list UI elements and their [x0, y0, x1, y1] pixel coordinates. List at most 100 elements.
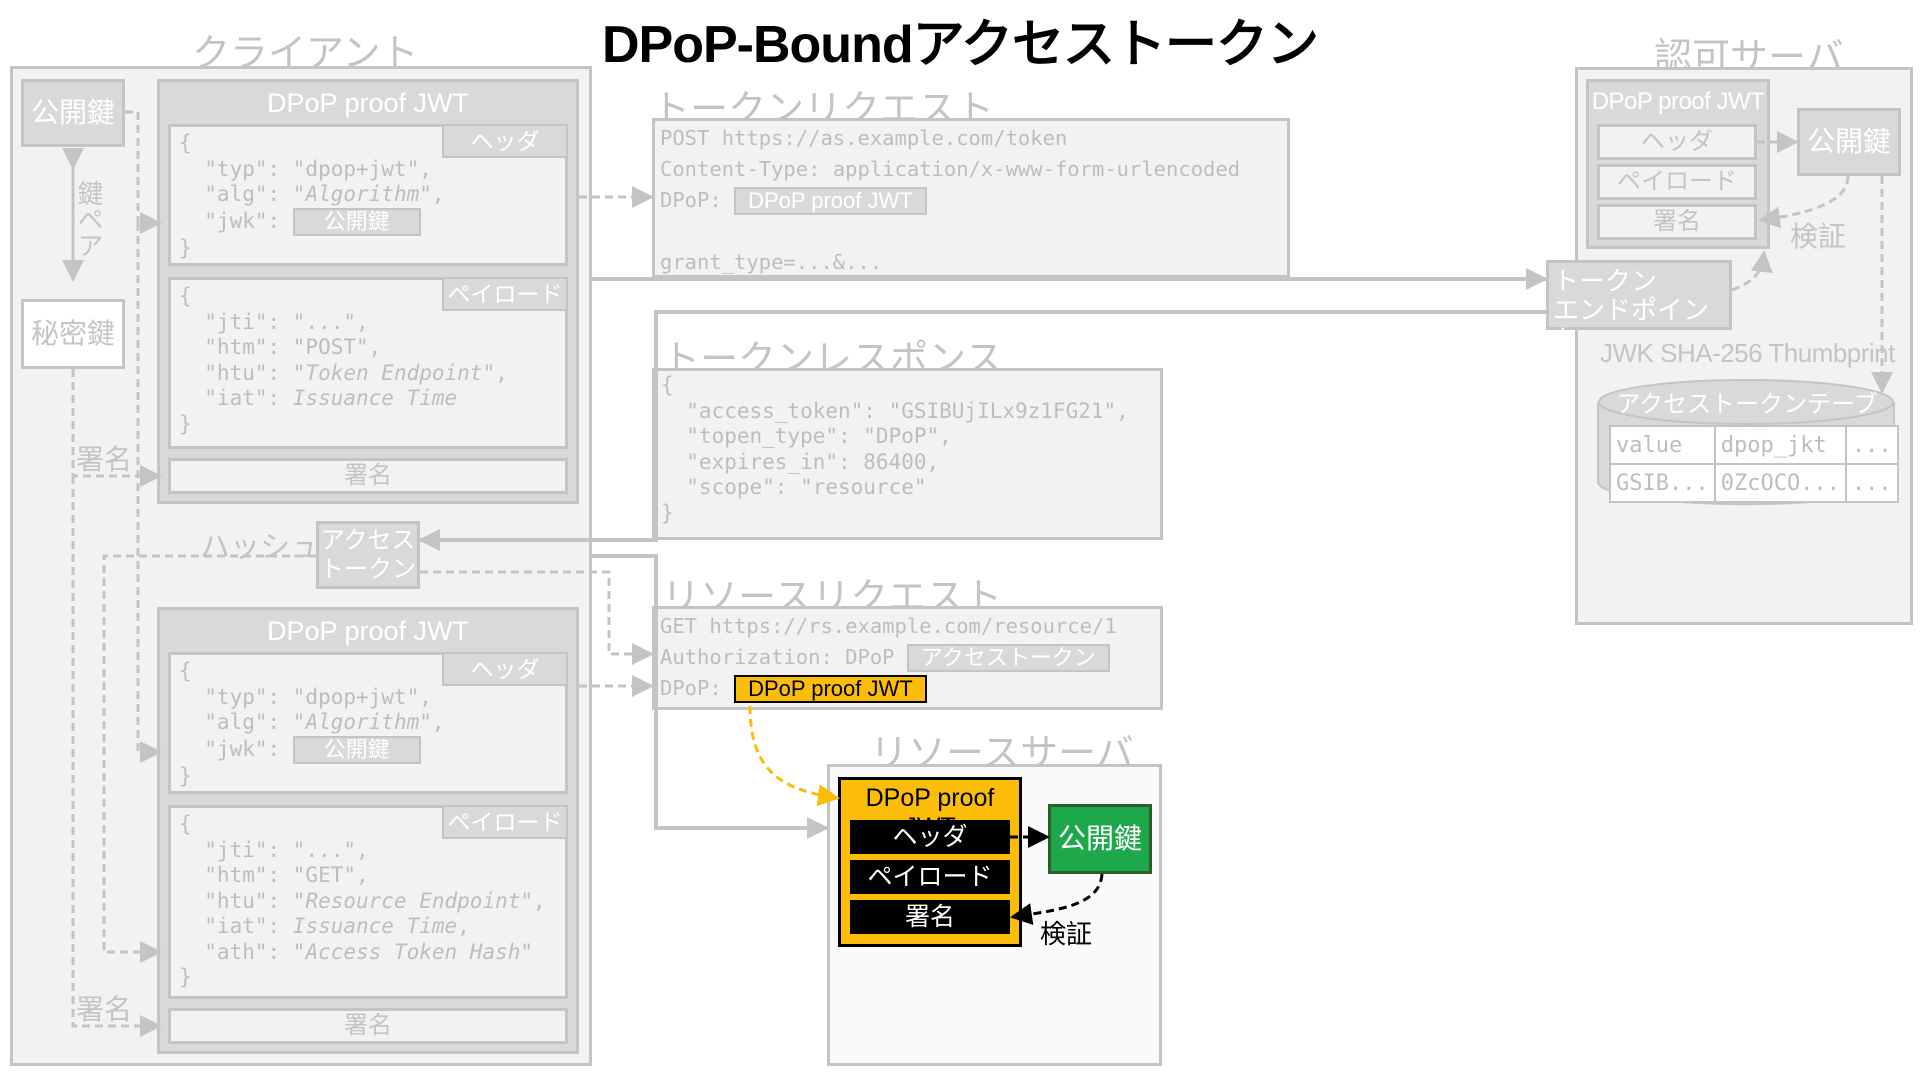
- code-line: "typ": "dpop+jwt",: [179, 684, 432, 709]
- jwt2-signature: 署名: [168, 1008, 568, 1044]
- as-header: ヘッダ: [1597, 124, 1757, 160]
- resource-request-box: GET https://rs.example.com/resource/1 Au…: [652, 606, 1163, 710]
- jwt2-title: DPoP proof JWT: [266, 616, 470, 646]
- sign-label-1: 署名: [76, 438, 133, 478]
- table-cell: 0ZcOCO...: [1713, 463, 1847, 503]
- code-punct: ",: [419, 710, 445, 734]
- access-token-line2: トークン: [320, 556, 416, 583]
- pubkey-to-jwt1: [125, 110, 162, 234]
- code-punct: ",: [520, 888, 546, 913]
- rs-key-verify: [1010, 873, 1104, 925]
- table-cell: GSIB...: [1609, 463, 1716, 503]
- as-key-verify: [1758, 175, 1850, 229]
- http-line: Authorization: DPoP: [660, 645, 907, 669]
- code-line: "jti": "...",: [179, 309, 369, 334]
- endpoint-to-jwt: [1731, 250, 1773, 292]
- code-value: Algorithm: [305, 710, 420, 734]
- token-endpoint-line2: エンドポイント: [1553, 295, 1710, 354]
- code-line: "access_token": "GSIBUjILx9z1FG21",: [661, 398, 1129, 423]
- code-value: Resource Endpoint: [305, 888, 521, 913]
- http-line: Content-Type: application/x-www-form-url…: [660, 157, 1241, 181]
- jwt2-payload-tag: ペイロード: [442, 805, 568, 839]
- code-line: "typ": "dpop+jwt",: [179, 156, 432, 181]
- token-endpoint-line1: トークン: [1553, 266, 1658, 296]
- jwk-thumbprint-label: JWK SHA-256 Thumbprint: [1600, 338, 1895, 368]
- table-row: GSIB... 0ZcOCO... ...: [1609, 463, 1899, 503]
- code-line: "jti": "...",: [179, 837, 369, 862]
- as-verify-label: 検証: [1790, 221, 1847, 252]
- code-line: "expires_in": 86400,: [661, 449, 940, 474]
- jwk-public-key-chip: 公開鍵: [292, 207, 421, 236]
- code-punct: ,: [457, 914, 470, 938]
- http-line: POST https://as.example.com/token: [660, 126, 1068, 150]
- code-line: {: [661, 373, 674, 397]
- table-header-cell: dpop_jkt: [1713, 425, 1847, 465]
- as-jwt-title: DPoP proof JWT: [1591, 88, 1765, 115]
- token-response-box: { "access_token": "GSIBUjILx9z1FG21", "t…: [652, 368, 1163, 540]
- privkey-to-sig2: [71, 476, 162, 1037]
- jwt1-header: { "typ": "dpop+jwt", "alg": "Algorithm",…: [168, 124, 568, 266]
- table-header-row: value dpop_jkt ...: [1609, 425, 1899, 465]
- table-header-cell: ...: [1844, 425, 1899, 465]
- rs-signature: 署名: [850, 900, 1010, 934]
- code-line: "htu": ": [179, 888, 306, 913]
- code-line: "scope": "resource": [661, 475, 927, 499]
- code-line: {: [179, 284, 192, 308]
- diagram-title: DPoP-Boundアクセストークン: [601, 16, 1319, 74]
- access-token-table: value dpop_jkt ... GSIB... 0ZcOCO... ...: [1609, 425, 1899, 503]
- code-line: "iat":: [179, 386, 293, 410]
- client-public-key: 公開鍵: [21, 79, 125, 147]
- code-line: "alg": ": [179, 182, 306, 206]
- jwt1-signature: 署名: [168, 458, 568, 494]
- code-value: Issuance Time: [292, 386, 458, 410]
- code-value: Algorithm: [305, 182, 420, 206]
- table-header-cell: value: [1609, 425, 1716, 465]
- as-public-key: 公開鍵: [1797, 108, 1901, 176]
- code-punct: ": [520, 939, 534, 964]
- code-line: "ath": ": [179, 939, 306, 964]
- code-line: "htu": ": [179, 360, 306, 385]
- jwt1-payload-tag: ペイロード: [442, 277, 568, 311]
- code-line: "alg": ": [179, 710, 306, 734]
- privkey-to-sig1: [71, 369, 162, 487]
- request-to-resource-server: [592, 554, 829, 839]
- jwt1-title: DPoP proof JWT: [266, 88, 470, 118]
- http-line: grant_type=...&...: [660, 250, 883, 274]
- response-to-client: [418, 310, 1546, 551]
- code-value: Issuance Time: [292, 914, 458, 938]
- http-line: GET https://rs.example.com/resource/1: [660, 614, 1117, 638]
- code-line: "iat":: [179, 914, 293, 938]
- table-cell: ...: [1844, 463, 1899, 503]
- code-line: "jwk":: [179, 736, 293, 761]
- code-line: }: [179, 965, 192, 989]
- token-request-dpop-chip: DPoP proof JWT: [734, 187, 927, 215]
- code-line: {: [179, 659, 192, 683]
- access-token-line1: アクセス: [320, 527, 416, 554]
- client-access-token: アクセス トークン: [316, 521, 420, 589]
- code-line: }: [179, 411, 192, 436]
- code-punct: ",: [419, 182, 445, 206]
- code-line: }: [179, 235, 192, 260]
- jwt1-header-tag: ヘッダ: [442, 124, 568, 158]
- jwk-public-key-chip: 公開鍵: [292, 735, 421, 764]
- hash-label: ハッシュ: [200, 531, 320, 564]
- code-line: }: [179, 763, 192, 788]
- resource-request-dpop-chip: DPoP proof JWT: [734, 675, 927, 703]
- sign-label-2: 署名: [76, 988, 133, 1028]
- code-line: {: [179, 131, 192, 155]
- code-line: "topen_type": "DPoP",: [661, 424, 952, 448]
- client-private-key: 秘密鍵: [21, 299, 125, 369]
- http-line: DPoP:: [660, 676, 735, 700]
- jwt1-payload: { "jti": "...", "htm": "POST", "htu": "T…: [168, 277, 568, 449]
- as-signature: 署名: [1597, 204, 1757, 240]
- code-line: "htm": "GET",: [179, 863, 369, 887]
- code-line: {: [179, 812, 192, 836]
- code-punct: ",: [482, 360, 508, 385]
- code-line: "htm": "POST",: [179, 335, 382, 359]
- pubkey-to-jwt2: [136, 223, 162, 763]
- as-payload: ペイロード: [1597, 164, 1757, 200]
- code-value: Access Token Hash: [305, 939, 521, 964]
- token-endpoint: トークン エンドポイント: [1546, 260, 1732, 354]
- jwt2-header-tag: ヘッダ: [442, 652, 568, 686]
- code-value: Token Endpoint: [305, 360, 483, 385]
